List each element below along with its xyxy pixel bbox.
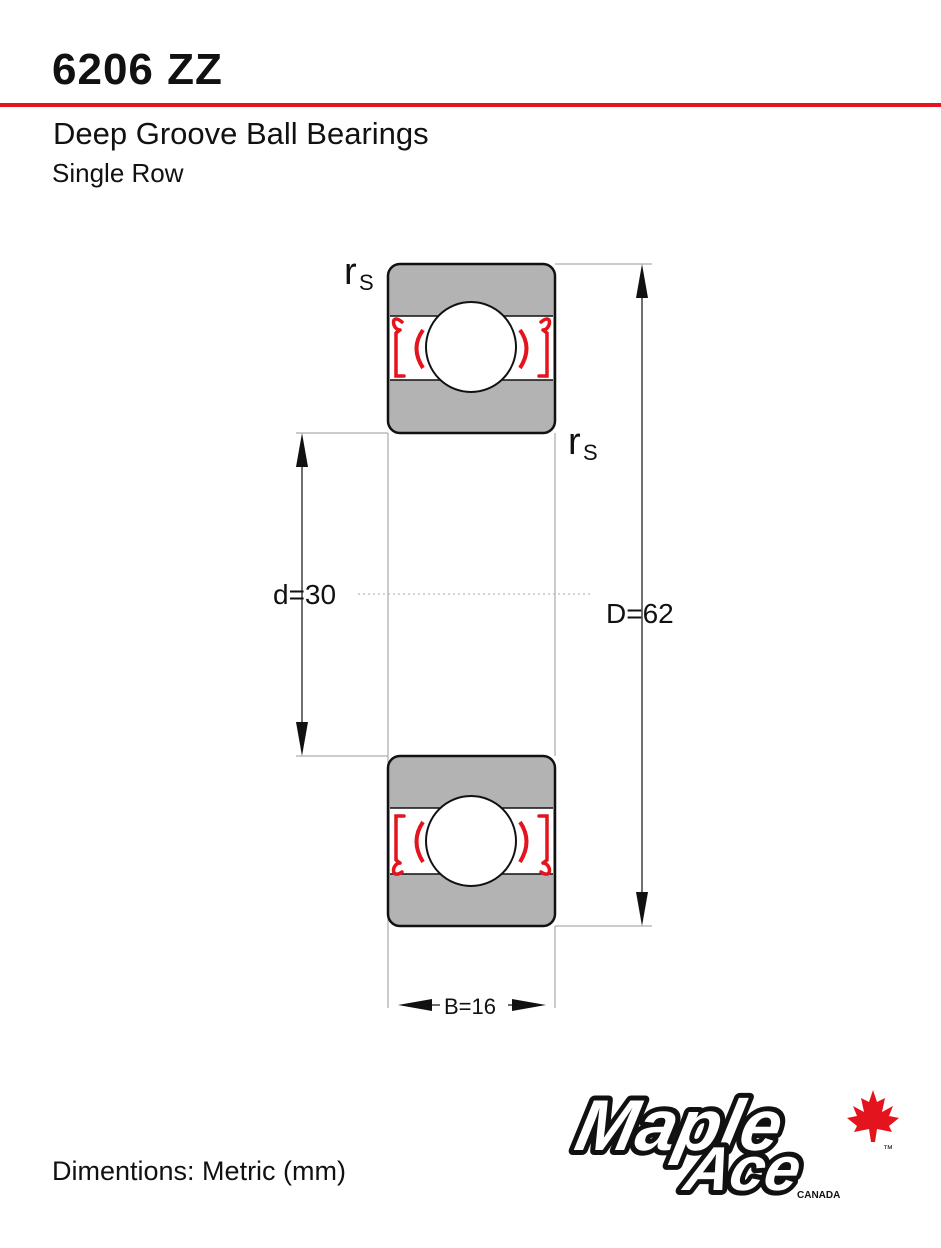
logo-country: CANADA: [797, 1190, 840, 1201]
maple-leaf-icon: [847, 1090, 899, 1142]
rs-subscript-top: S: [359, 270, 374, 295]
rs-label-top: r: [344, 251, 357, 293]
width-label: B=16: [444, 994, 496, 1019]
bearing-section-top: [386, 262, 557, 435]
width-dimension: [398, 999, 546, 1011]
logo-word-maple: Maple: [569, 1086, 790, 1166]
product-type: Deep Groove Ball Bearings: [53, 116, 429, 151]
outer-diameter-dimension: [636, 264, 648, 926]
page-title: 6206 ZZ: [52, 45, 223, 94]
units-note: Dimentions: Metric (mm): [52, 1156, 347, 1186]
title-divider: [0, 103, 941, 107]
trademark-symbol: ™: [883, 1144, 893, 1155]
product-subtype: Single Row: [52, 158, 184, 188]
maple-ace-logo: Maple Ace CANADA ™: [564, 1082, 899, 1202]
bore-diameter-label: d=30: [273, 579, 336, 610]
bore-dimension: [296, 433, 308, 756]
outer-diameter-label: D=62: [606, 598, 674, 629]
rs-label-bottom: r: [568, 421, 581, 463]
logo-word-ace: Ace: [677, 1135, 807, 1202]
bearing-section-bottom: [386, 754, 557, 928]
rs-subscript-bottom: S: [583, 440, 598, 465]
